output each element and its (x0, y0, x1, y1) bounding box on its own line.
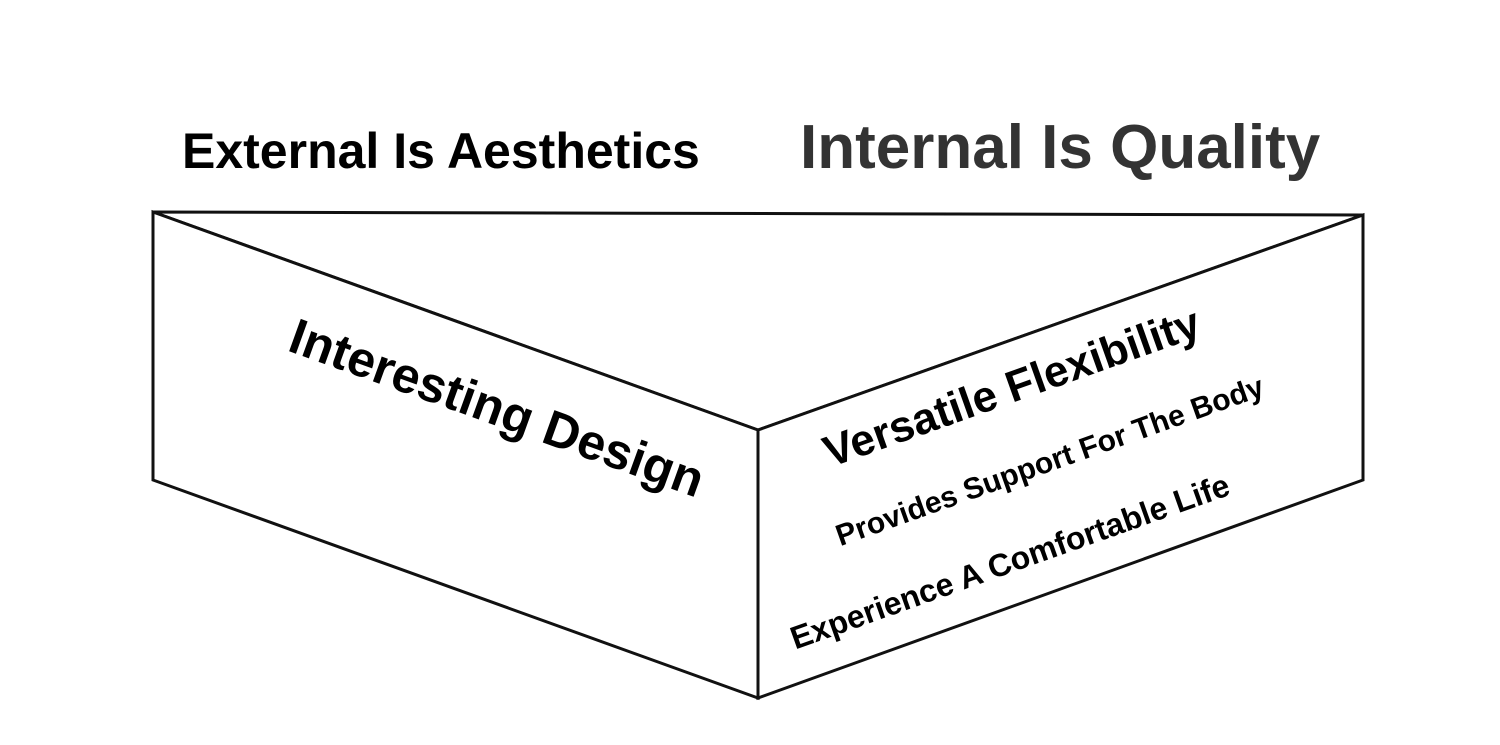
external-heading: External Is Aesthetics (182, 123, 700, 179)
right-face (756, 212, 1365, 701)
internal-heading: Internal Is Quality (800, 113, 1321, 182)
